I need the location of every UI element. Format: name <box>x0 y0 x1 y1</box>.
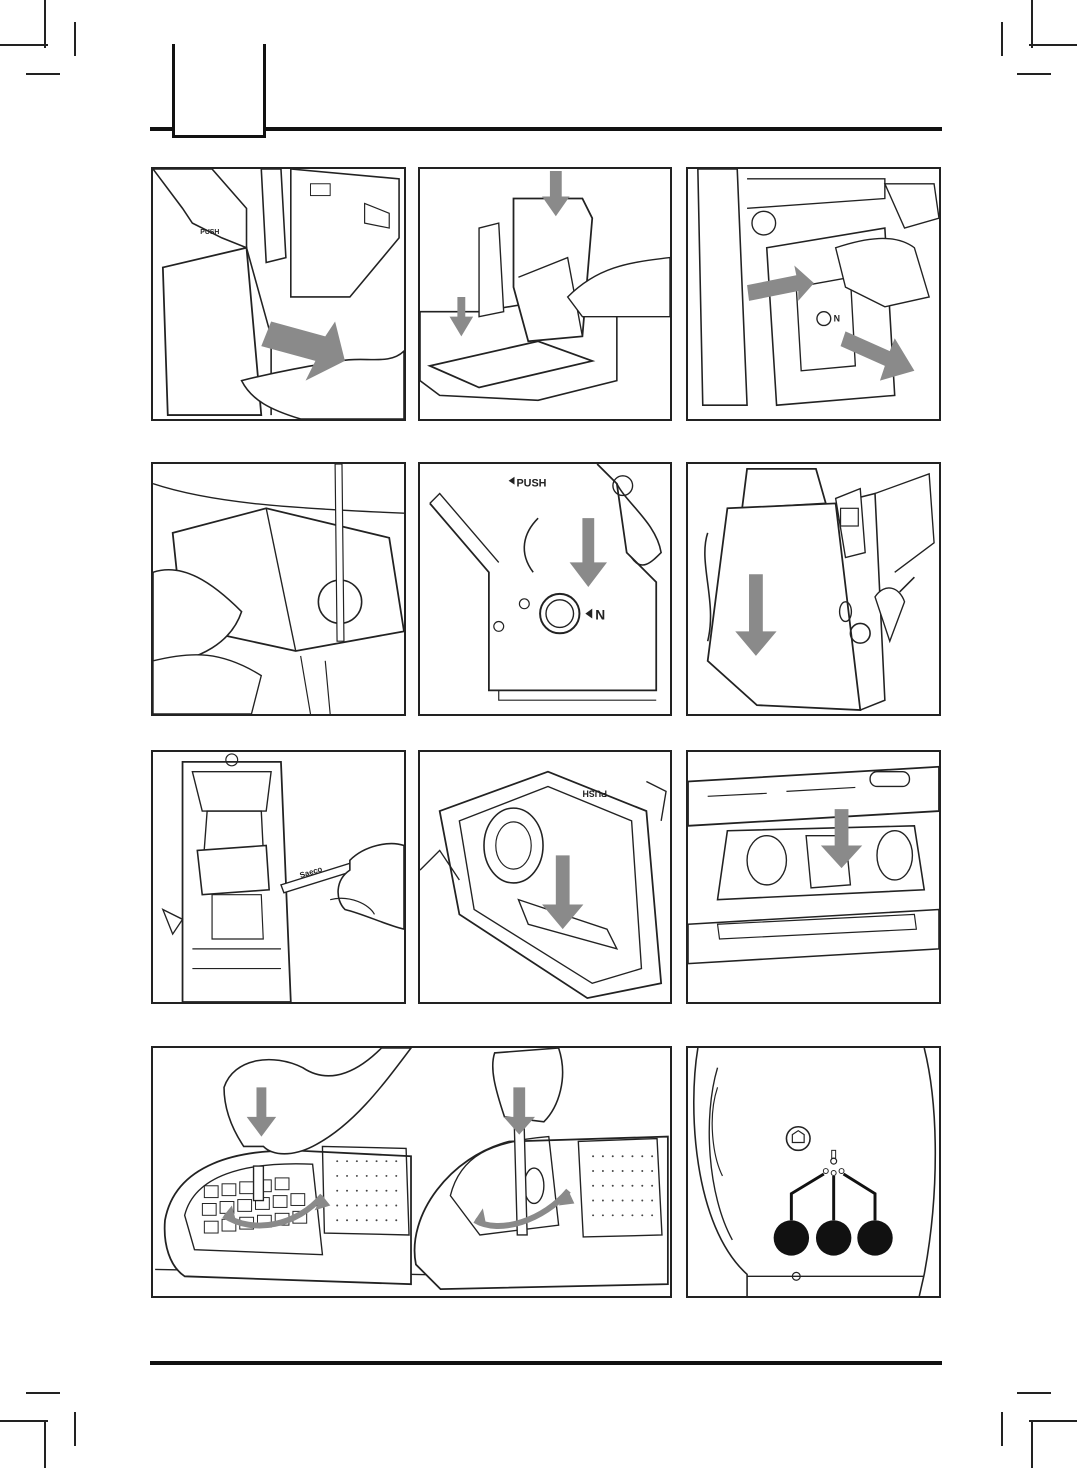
hardness-dot-3 <box>857 1220 892 1255</box>
crop-mark <box>1017 1392 1051 1394</box>
illustration-insert-brew-group <box>688 752 939 1002</box>
page-tab <box>172 44 266 138</box>
hardness-dot-1 <box>774 1220 809 1255</box>
crop-mark <box>44 1420 46 1468</box>
crop-mark <box>26 73 60 75</box>
figure-release-brew-group: N <box>686 167 941 421</box>
crop-mark <box>1031 0 1033 48</box>
svg-text:N: N <box>834 314 840 324</box>
arrow-shape <box>570 518 607 587</box>
label-push-rotated: PUSH <box>582 788 607 798</box>
svg-text:PUSH: PUSH <box>200 229 219 236</box>
figure-rinse-brew-group <box>151 462 406 716</box>
crop-mark <box>1029 44 1077 46</box>
figure-insert-brew-group <box>686 750 941 1004</box>
arrow-shape <box>450 297 474 336</box>
figure-check-lever-position: N PUSH <box>418 462 672 716</box>
illustration-check-lever-position: N PUSH <box>420 464 670 714</box>
crop-mark <box>1001 1412 1003 1446</box>
figure-brew-group-side <box>686 462 941 716</box>
crop-mark <box>1031 1420 1033 1468</box>
header-rule <box>150 127 942 131</box>
crop-mark <box>1017 73 1051 75</box>
figure-remove-drip-tray: PUSH <box>151 167 406 421</box>
figure-lubricate-brew-group: Saeco <box>151 750 406 1004</box>
crop-mark <box>26 1392 60 1394</box>
illustration-clean-drip-tray <box>153 1048 670 1296</box>
illustration-remove-drip-tray: PUSH <box>153 169 404 419</box>
crop-mark <box>1029 1420 1077 1422</box>
hardness-dot-2 <box>816 1220 851 1255</box>
label-n: N <box>595 608 605 623</box>
crop-mark <box>74 22 76 56</box>
illustration-lubricate-brew-group: Saeco <box>153 752 404 1002</box>
figure-water-hardness-dots <box>686 1046 941 1298</box>
crop-mark <box>0 1420 48 1422</box>
crop-mark <box>44 0 46 48</box>
crop-mark <box>1001 22 1003 56</box>
illustration-rinse-brew-group <box>153 464 404 714</box>
figure-clean-brew-group-interior: PUSH <box>418 750 672 1004</box>
crop-mark <box>74 1412 76 1446</box>
illustration-brew-group-side <box>688 464 939 714</box>
label-push: PUSH <box>516 478 546 490</box>
illustration-clean-brew-group-interior: PUSH <box>420 752 670 1002</box>
illustration-release-brew-group: N <box>688 169 939 419</box>
figure-remove-grounds-container <box>418 167 672 421</box>
crop-mark <box>0 44 48 46</box>
illustration-water-hardness-dots <box>688 1048 939 1296</box>
footer-rule <box>150 1361 942 1365</box>
illustration-remove-grounds-container <box>420 169 670 419</box>
figure-clean-drip-tray <box>151 1046 672 1298</box>
